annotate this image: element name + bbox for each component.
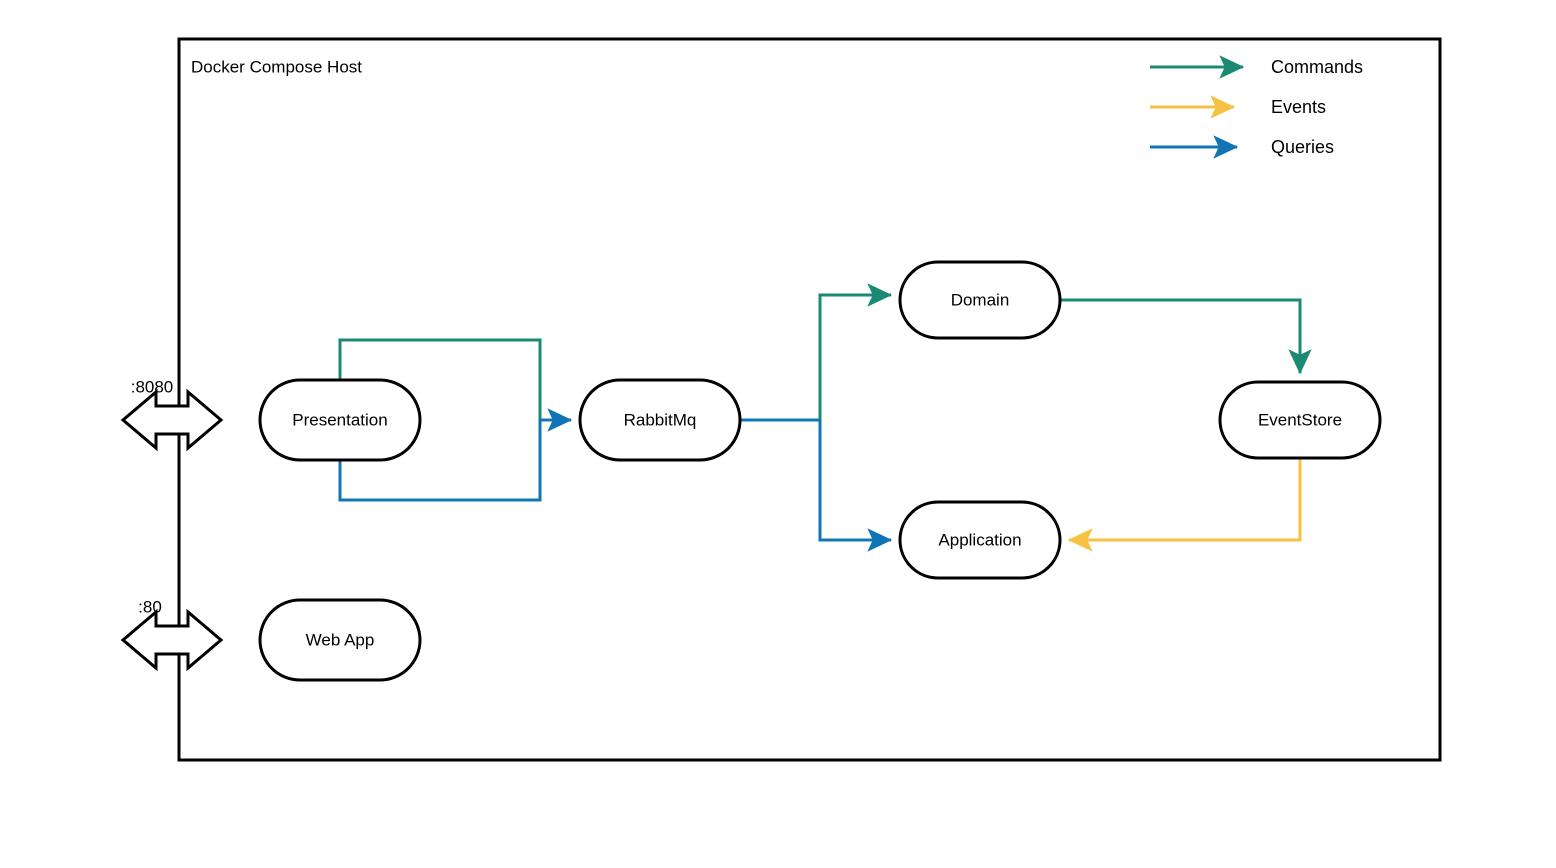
- node-presentation-label: Presentation: [292, 410, 387, 429]
- node-rabbitmq[interactable]: RabbitMq: [578, 378, 742, 462]
- node-web-app[interactable]: Web App: [258, 598, 422, 682]
- host-title: Docker Compose Host: [191, 57, 362, 76]
- node-domain-label: Domain: [951, 290, 1010, 309]
- legend-events-label: Events: [1271, 97, 1326, 117]
- edge-domain-to-eventstore: [1060, 298, 1312, 375]
- node-domain[interactable]: Domain: [898, 260, 1062, 340]
- port-8080-label: :8080: [131, 377, 174, 396]
- node-presentation[interactable]: Presentation: [258, 378, 422, 462]
- node-eventstore[interactable]: EventStore: [1218, 380, 1382, 460]
- legend-item-events: Events: [1150, 95, 1326, 119]
- node-eventstore-label: EventStore: [1258, 410, 1342, 429]
- port-80-label: :80: [138, 597, 162, 616]
- node-application[interactable]: Application: [898, 500, 1062, 580]
- legend-queries-label: Queries: [1271, 137, 1334, 157]
- port-80-bidirectional-arrow-icon[interactable]: [120, 608, 224, 672]
- edge-presentation-to-rabbitmq-queries: [338, 408, 573, 502]
- legend-item-queries: Queries: [1150, 135, 1334, 159]
- node-web-app-label: Web App: [306, 630, 375, 649]
- node-rabbitmq-shape[interactable]: [578, 378, 742, 462]
- node-domain-shape[interactable]: [898, 260, 1062, 340]
- docker-compose-host-box: [177, 37, 1442, 762]
- edge-presentation-to-rabbitmq-commands: [338, 338, 542, 420]
- node-rabbitmq-label: RabbitMq: [624, 410, 697, 429]
- node-presentation-shape[interactable]: [258, 378, 422, 462]
- legend-item-commands: Commands: [1150, 55, 1363, 79]
- edge-rabbitmq-to-domain: [818, 283, 893, 420]
- node-application-label: Application: [938, 530, 1021, 549]
- edge-eventstore-to-application: [1067, 458, 1302, 552]
- legend: Commands Events Queries: [1150, 55, 1363, 159]
- legend-commands-label: Commands: [1271, 57, 1363, 77]
- port-80[interactable]: :80: [120, 597, 224, 672]
- node-eventstore-shape[interactable]: [1218, 380, 1382, 460]
- node-web-app-shape[interactable]: [258, 598, 422, 682]
- node-application-shape[interactable]: [898, 500, 1062, 580]
- edge-rabbitmq-to-application: [818, 420, 893, 552]
- port-8080[interactable]: :8080: [120, 377, 224, 452]
- port-8080-bidirectional-arrow-icon[interactable]: [120, 388, 224, 452]
